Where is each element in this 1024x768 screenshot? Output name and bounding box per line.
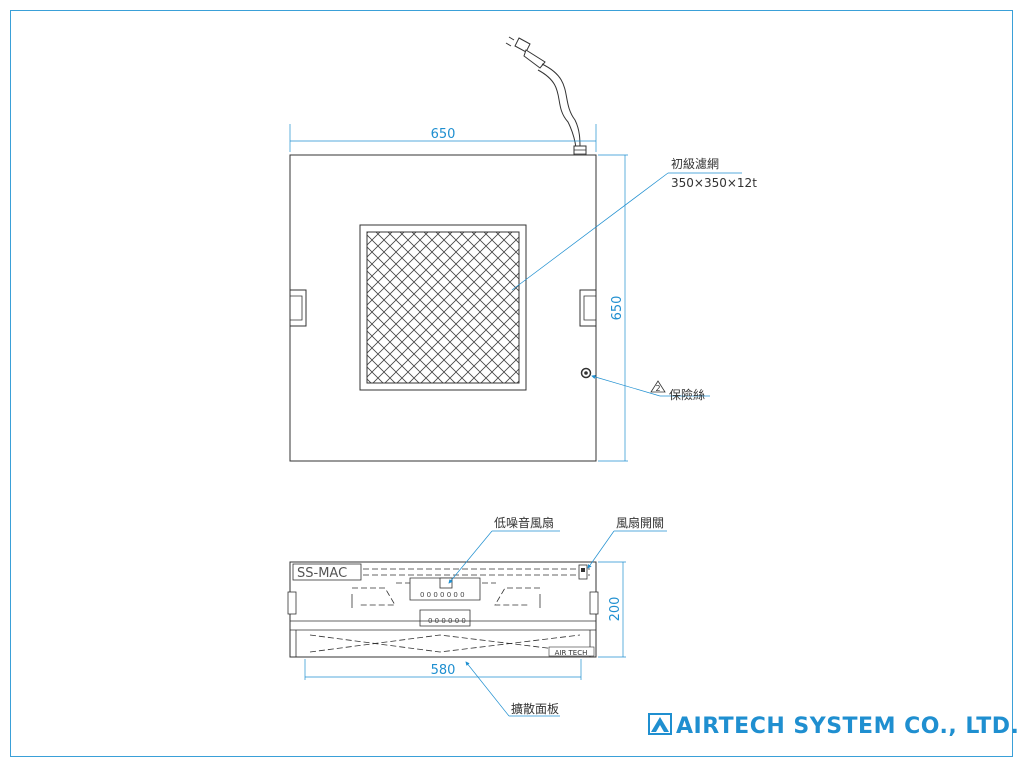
brand-plate-text: AIR TECH: [555, 649, 588, 657]
svg-text:0 0 0 0 0 0 0: 0 0 0 0 0 0 0: [420, 591, 465, 599]
model-plate: SS-MAC: [292, 563, 362, 581]
dimension-height-top: 650: [598, 154, 628, 462]
fuse-note-number: 2: [655, 384, 660, 393]
fuse-callout: 2 保險絲: [591, 374, 710, 402]
dimension-width-top: 650: [289, 124, 597, 152]
front-view: 0 0 0 0 0 0 0 0 0 0 0 0 0 SS-MAC AIR TEC…: [287, 515, 667, 717]
filter-label: 初級濾網: [671, 156, 719, 171]
company-name: AIRTECH SYSTEM CO., LTD.: [676, 714, 1019, 739]
side-handle-right: [579, 289, 597, 327]
airtech-triangle-logo-icon: [648, 713, 672, 735]
filter-callout: 初級濾網 350×350×12t: [511, 156, 757, 291]
company-logo: AIRTECH SYSTEM CO., LTD.: [648, 713, 1019, 739]
front-height-dimension: 200: [608, 597, 623, 622]
note-triangle-icon: [650, 380, 666, 393]
front-handle-right: [589, 591, 599, 615]
side-handle-left: [289, 289, 307, 327]
diffuser-label: 擴散面板: [511, 701, 559, 716]
model-plate-text: SS-MAC: [297, 566, 347, 581]
fuse-label: 保險絲: [669, 387, 705, 402]
filter-spec: 350×350×12t: [671, 176, 757, 190]
width-dimension-label: 650: [431, 127, 456, 142]
dimension-width-front: 580: [304, 659, 582, 680]
switch-callout: 風扇開關: [587, 515, 667, 569]
front-handle-left: [287, 591, 297, 615]
diffuser-callout: 擴散面板: [465, 661, 560, 717]
switch-label: 風扇開關: [616, 515, 664, 530]
fan-callout: 低噪音風扇: [448, 515, 560, 584]
brand-plate: AIR TECH: [548, 646, 595, 657]
fan-switch-icon: [578, 564, 588, 580]
svg-text:0 0 0 0 0 0: 0 0 0 0 0 0: [428, 617, 466, 625]
drawing-border: [10, 10, 1013, 757]
height-dimension-label: 650: [610, 296, 625, 321]
pre-filter: [359, 224, 527, 391]
power-cord: [505, 36, 587, 163]
top-view: 650 650 初級濾網 350×350×12t 2 保險絲: [289, 36, 757, 462]
fuse-icon: [580, 367, 592, 379]
fan-label: 低噪音風扇: [494, 515, 554, 530]
front-width-dimension: 580: [431, 663, 456, 678]
dimension-height-front: 200: [598, 561, 626, 658]
